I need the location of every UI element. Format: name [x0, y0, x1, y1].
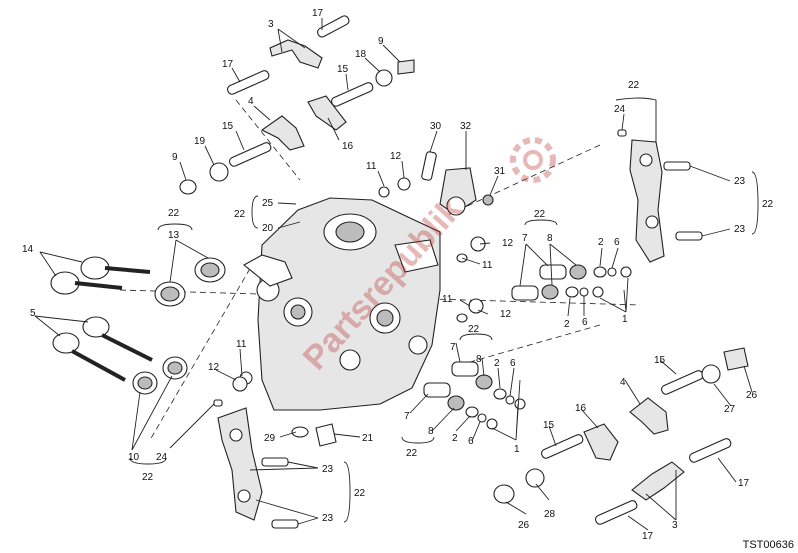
callout-23: 23 [734, 224, 746, 235]
callout-8: 8 [476, 354, 482, 365]
callout-15: 15 [337, 64, 349, 75]
callout-20: 20 [262, 223, 274, 234]
callout-25: 25 [262, 198, 274, 209]
callout-22: 22 [468, 324, 480, 335]
callout-8: 8 [547, 233, 553, 244]
callout-22: 22 [142, 472, 154, 483]
callout-16: 16 [575, 403, 587, 414]
callout-22: 22 [168, 208, 180, 219]
callout-2: 2 [564, 319, 570, 330]
callout-4: 4 [248, 96, 254, 107]
valve-seats [132, 257, 226, 395]
callout-2: 2 [598, 237, 604, 248]
callout-1: 1 [622, 314, 628, 325]
callout-26: 26 [518, 520, 530, 531]
callout-9: 9 [172, 152, 178, 163]
callout-17: 17 [738, 478, 750, 489]
callout-22: 22 [628, 80, 640, 91]
lower-rocker-assembly [493, 347, 749, 525]
callout-17: 17 [312, 8, 324, 19]
callout-4: 4 [620, 377, 626, 388]
callout-22: 22 [354, 488, 366, 499]
callout-6: 6 [510, 358, 516, 369]
cylinder-head [243, 197, 441, 411]
callout-15: 15 [543, 420, 555, 431]
callout-11: 11 [482, 260, 493, 271]
camshaft-carrier-lower [213, 371, 337, 529]
leader-lines [34, 18, 759, 531]
callout-24: 24 [614, 104, 626, 115]
callout-12: 12 [208, 362, 220, 373]
valve-train-lower [232, 361, 526, 430]
camshaft-carrier-upper [617, 129, 703, 263]
callout-31: 31 [494, 166, 506, 177]
upper-rocker-assembly [179, 15, 415, 195]
callout-6: 6 [614, 237, 620, 248]
callout-5: 5 [30, 308, 36, 319]
callout-3: 3 [672, 520, 678, 531]
callout-19: 19 [194, 136, 206, 147]
callout-22: 22 [406, 448, 418, 459]
valves [50, 256, 153, 382]
valve-train-upper [456, 236, 632, 323]
callout-27: 27 [724, 404, 736, 415]
callout-28: 28 [544, 509, 556, 520]
callout-6: 6 [468, 436, 474, 447]
callout-22: 22 [534, 209, 546, 220]
callout-17: 17 [642, 531, 654, 542]
callout-14: 14 [22, 244, 34, 255]
callout-12: 12 [390, 151, 402, 162]
callout-17: 17 [222, 59, 234, 70]
callout-6: 6 [582, 317, 588, 328]
callout-15: 15 [654, 355, 666, 366]
callout-3: 3 [268, 19, 274, 30]
callout-21: 21 [362, 433, 374, 444]
callout-22: 22 [234, 209, 246, 220]
callout-24: 24 [156, 452, 168, 463]
drawing-code-label: TST00636 [742, 539, 794, 551]
callout-15: 15 [222, 121, 234, 132]
callout-29: 29 [264, 433, 276, 444]
callout-32: 32 [460, 121, 472, 132]
callout-30: 30 [430, 121, 442, 132]
callout-7: 7 [522, 233, 528, 244]
callout-11: 11 [442, 294, 453, 305]
callout-22: 22 [762, 199, 774, 210]
callout-16: 16 [342, 141, 354, 152]
callout-1: 1 [514, 444, 520, 455]
callout-23: 23 [322, 464, 334, 475]
callout-12: 12 [500, 309, 512, 320]
callouts: 17 3 17 18 9 15 4 15 16 19 9 30 32 12 11… [22, 8, 774, 542]
callout-7: 7 [450, 342, 456, 353]
callout-18: 18 [355, 49, 367, 60]
callout-23: 23 [322, 513, 334, 524]
callout-2: 2 [452, 433, 458, 444]
callout-11: 11 [366, 161, 377, 172]
callout-10: 10 [128, 452, 140, 463]
callout-8: 8 [428, 426, 434, 437]
callout-12: 12 [502, 238, 514, 249]
callout-13: 13 [168, 230, 180, 241]
callout-7: 7 [404, 411, 410, 422]
callout-26: 26 [746, 390, 758, 401]
callout-9: 9 [378, 36, 384, 47]
callout-23: 23 [734, 176, 746, 187]
callout-11: 11 [236, 339, 247, 350]
callout-2: 2 [494, 358, 500, 369]
